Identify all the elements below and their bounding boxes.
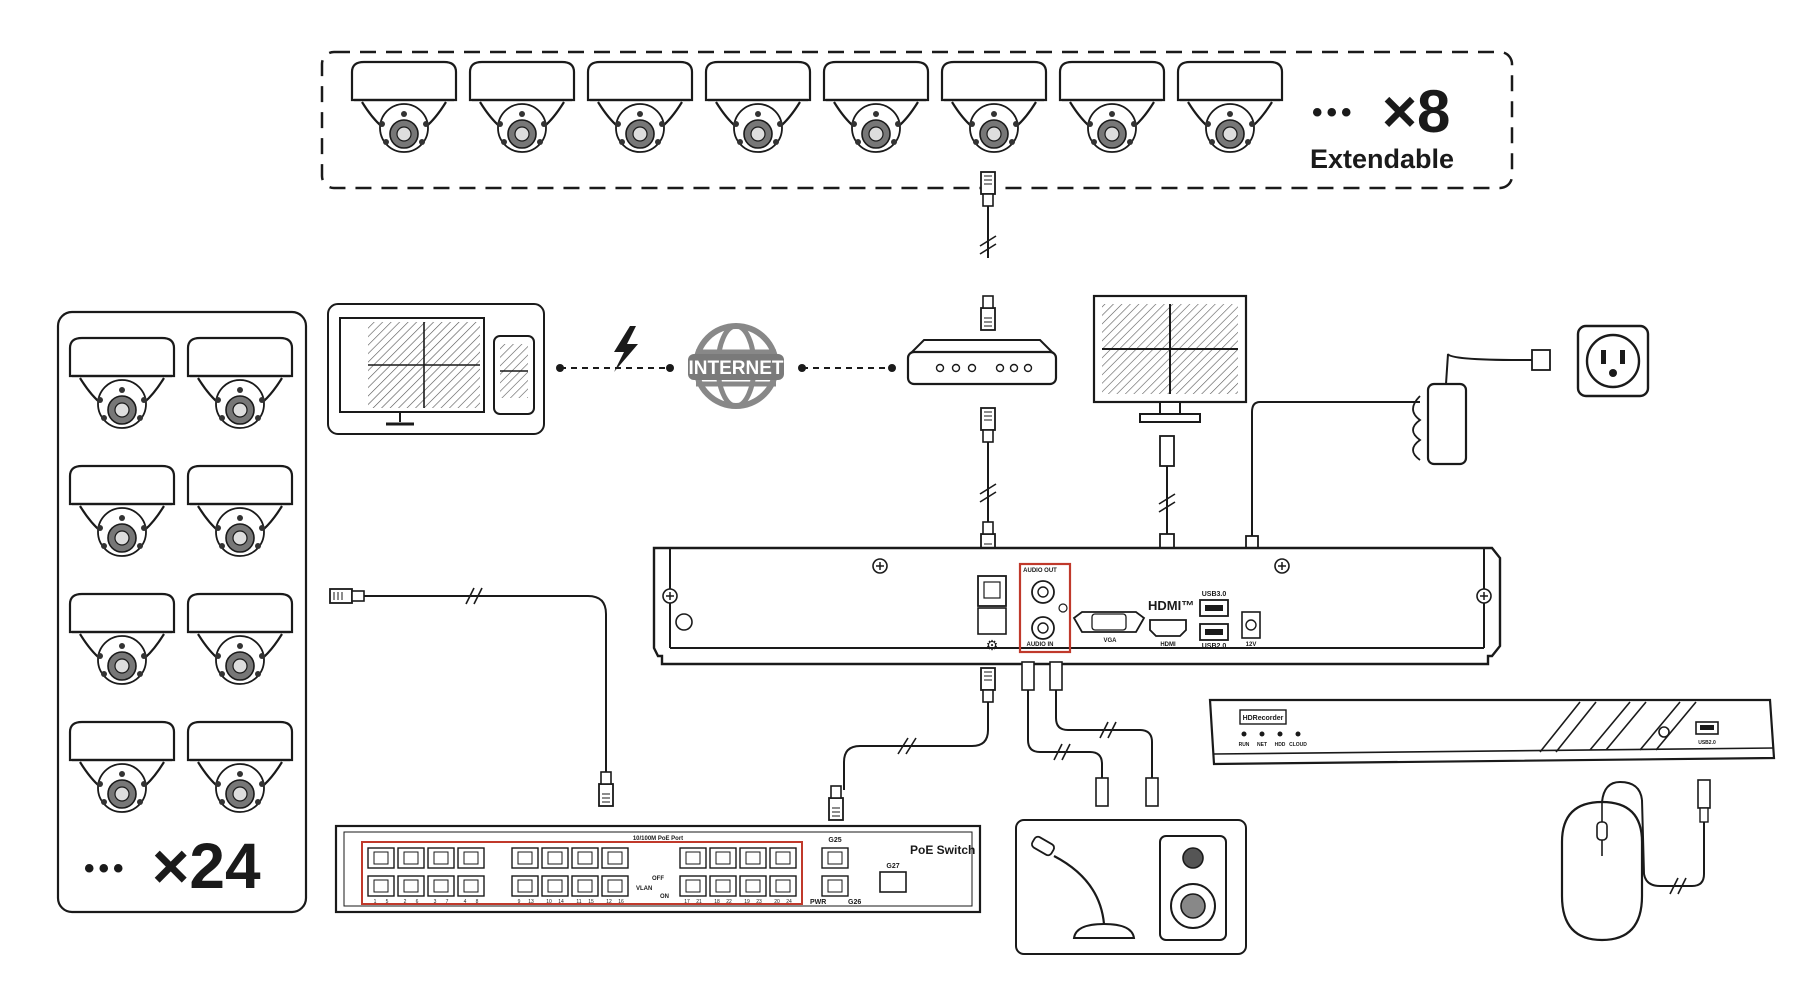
- poe-port-number: 11: [576, 899, 581, 905]
- dome-camera-icon: [68, 592, 176, 686]
- poe-on-label: ON: [660, 894, 669, 900]
- poe-port-number: 4: [464, 899, 467, 905]
- power-adapter-icon: [1245, 349, 1551, 561]
- mouse-icon: [1560, 779, 1711, 942]
- poe-port-number: 14: [558, 899, 564, 905]
- left-camera-grid: [68, 336, 294, 814]
- hdmi-label: HDMI: [1160, 642, 1176, 648]
- usb3-label: USB3.0: [1202, 591, 1227, 598]
- poe-header-label: 10/100M PoE Port: [633, 836, 683, 842]
- audio-ports-highlight: [1018, 562, 1072, 654]
- ethernet-cable-top: [979, 171, 997, 331]
- poe-port-number: 21: [696, 899, 702, 905]
- top-camera-row: [350, 60, 1284, 154]
- poe-port-number: 10: [546, 899, 552, 905]
- vga-label: VGA: [1103, 638, 1117, 644]
- smartphone-icon: [493, 335, 535, 415]
- dome-camera-icon: [68, 464, 176, 558]
- dome-camera-icon: [186, 336, 294, 430]
- speaker-icon: [1159, 835, 1227, 941]
- dome-camera-icon: [1058, 60, 1166, 154]
- poe-port-number: 8: [476, 899, 479, 905]
- hdmi-logo-label: HDMI™: [1148, 598, 1194, 613]
- microphone-icon: [1031, 835, 1136, 939]
- local-monitor-icon: [1092, 294, 1248, 423]
- internet-globe-icon: [688, 323, 784, 409]
- poe-port-number: 1: [374, 899, 377, 905]
- dome-camera-icon: [822, 60, 930, 154]
- poe-off-label: OFF: [652, 876, 664, 882]
- remote-monitor-icon: [339, 317, 485, 426]
- poe-ports-highlight: [361, 841, 803, 905]
- poe-pwr-label: PWR: [810, 899, 826, 906]
- poe-port-number: 17: [684, 899, 690, 905]
- poe-g26-label: G26: [848, 899, 861, 906]
- poe-port-number: 12: [606, 899, 612, 905]
- poe-port-number: 13: [528, 899, 534, 905]
- poe-g25-label: G25: [828, 837, 841, 844]
- recorder-led-run: RUN: [1239, 742, 1250, 748]
- poe-port-number: 22: [726, 899, 732, 905]
- recorder-led-net: NET: [1257, 742, 1267, 748]
- poe-port-number: 18: [714, 899, 720, 905]
- poe-port-number: 6: [416, 899, 419, 905]
- top-dots: •••: [1312, 96, 1356, 129]
- audio-cables: [1021, 661, 1159, 807]
- poe-port-number: 19: [744, 899, 750, 905]
- internet-label: INTERNET: [689, 358, 784, 379]
- poe-port-number: 16: [618, 899, 624, 905]
- poe-port-number: 5: [386, 899, 389, 905]
- poe-port-number: 7: [446, 899, 449, 905]
- dome-camera-icon: [1176, 60, 1284, 154]
- recorder-led-hdd: HDD: [1275, 742, 1286, 748]
- ethernet-cable-nvr-switch: [828, 667, 996, 821]
- router-icon: [906, 339, 1058, 386]
- recorder-front-panel: [1208, 698, 1776, 766]
- dome-camera-icon: [586, 60, 694, 154]
- recorder-led-cloud: CLOUD: [1289, 742, 1307, 748]
- ethernet-cable-left-switch: [329, 587, 614, 807]
- poe-port-number: 15: [588, 899, 594, 905]
- dome-camera-icon: [186, 592, 294, 686]
- top-count-label: ×8: [1382, 78, 1450, 145]
- nvr-rear-panel: ⚙: [652, 546, 1502, 666]
- poe-port-number: 23: [756, 899, 762, 905]
- dc-label: 12V: [1246, 642, 1257, 648]
- poe-port-number: 24: [786, 899, 792, 905]
- recorder-usb-label: USB2.0: [1698, 740, 1716, 746]
- recorder-brand-label: HDRecorder: [1243, 715, 1284, 722]
- poe-switch-title: PoE Switch: [910, 843, 975, 857]
- dome-camera-icon: [704, 60, 812, 154]
- dome-camera-icon: [186, 720, 294, 814]
- audio-out-label: AUDIO OUT: [1023, 568, 1057, 574]
- left-camera-group-frame: [56, 310, 308, 914]
- dome-camera-icon: [68, 336, 176, 430]
- poe-port-number: 20: [774, 899, 780, 905]
- hdmi-cable: [1158, 435, 1176, 565]
- svg-text:⚙: ⚙: [986, 637, 999, 653]
- poe-port-number: 3: [434, 899, 437, 905]
- dome-camera-icon: [68, 720, 176, 814]
- dome-camera-icon: [350, 60, 458, 154]
- wall-outlet-icon: [1576, 324, 1650, 398]
- poe-port-number: 9: [518, 899, 521, 905]
- dome-camera-icon: [186, 464, 294, 558]
- dome-camera-icon: [468, 60, 576, 154]
- top-extendable-label: Extendable: [1310, 144, 1454, 174]
- left-count-label: ×24: [152, 830, 261, 902]
- usb2-label: USB2.0: [1202, 643, 1227, 650]
- lightning-icon: [614, 326, 638, 372]
- poe-vlan-label: VLAN: [636, 886, 652, 892]
- poe-port-number: 2: [404, 899, 407, 905]
- poe-switch: [334, 824, 982, 914]
- left-dots: •••: [84, 852, 128, 885]
- ethernet-cable-router-nvr: [979, 407, 997, 557]
- poe-g27-label: G27: [886, 863, 899, 870]
- audio-in-label: AUDIO IN: [1027, 642, 1054, 648]
- dome-camera-icon: [940, 60, 1048, 154]
- top-camera-group-frame: [320, 50, 1514, 190]
